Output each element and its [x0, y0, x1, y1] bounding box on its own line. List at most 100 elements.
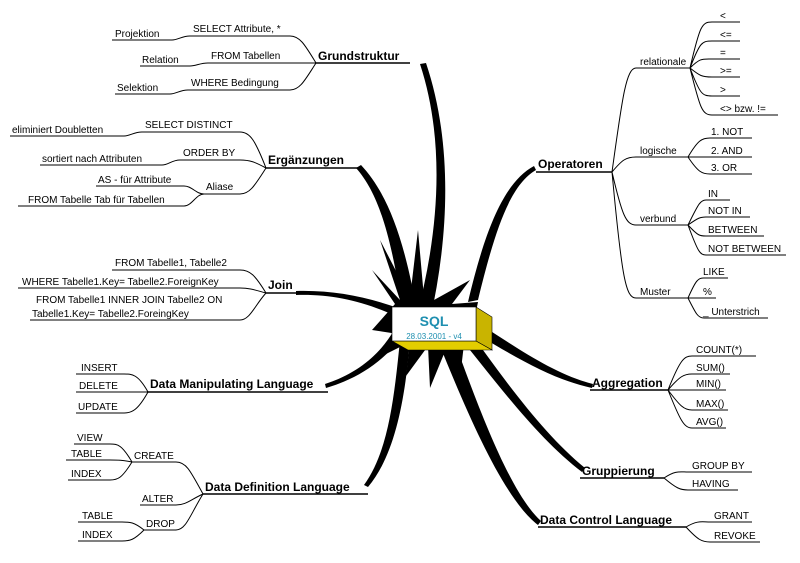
ddl-alter[interactable]: ALTER: [142, 494, 174, 505]
relational-ge[interactable]: >=: [720, 66, 732, 77]
gruppierung-label[interactable]: Gruppierung: [582, 464, 655, 478]
center-node-bottom: [390, 340, 494, 351]
ergaenzungen-links: [239, 131, 267, 195]
relational-gt[interactable]: >: [720, 85, 726, 96]
center-node-face: [391, 306, 477, 342]
muster-underscore[interactable]: _ Unterstrich: [702, 307, 760, 318]
center-subtitle: 28.03.2001 - v4: [406, 332, 462, 341]
dcl-label[interactable]: Data Control Language: [540, 513, 672, 527]
ddl-drop-lines: [78, 521, 145, 542]
ddl-create-table[interactable]: TABLE: [71, 449, 102, 460]
branch-aggregation-shape: [480, 328, 593, 388]
branch-dml: Data Manipulating Language INSERT DELETE…: [76, 363, 328, 414]
verbund-between[interactable]: BETWEEN: [708, 225, 757, 236]
center-node[interactable]: SQL 28.03.2001 - v4: [390, 306, 494, 351]
relational-lines: [689, 21, 778, 116]
branch-join: Join FROM Tabelle1, Tabelle2 WHERE Tabel…: [18, 258, 298, 321]
ddl-drop[interactable]: DROP: [146, 519, 175, 530]
ergaenzungen-sub-2[interactable]: FROM Tabelle Tab für Tabellen: [28, 195, 165, 206]
ergaenzungen-item-1[interactable]: SELECT DISTINCT: [145, 120, 233, 131]
aggregation-min[interactable]: MIN(): [696, 379, 721, 390]
verbund-lines: [687, 199, 786, 256]
aggregation-label[interactable]: Aggregation: [592, 376, 663, 390]
grundstruktur-label[interactable]: Grundstruktur: [318, 49, 400, 63]
gruppierung-having[interactable]: HAVING: [692, 479, 730, 490]
verbund-not-in[interactable]: NOT IN: [708, 206, 742, 217]
branch-operatoren: Operatoren relationale < <= = >= > <> bz…: [536, 11, 786, 319]
grundstruktur-item-2-line: [140, 62, 290, 67]
ddl-links: [132, 461, 204, 531]
dml-item-delete[interactable]: DELETE: [79, 381, 118, 392]
verbund-not-between[interactable]: NOT BETWEEN: [708, 244, 781, 255]
dcl-grant[interactable]: GRANT: [714, 511, 749, 522]
ergaenzungen-label[interactable]: Ergänzungen: [268, 153, 344, 167]
muster-like[interactable]: LIKE: [703, 267, 725, 278]
muster-percent[interactable]: %: [703, 287, 712, 298]
ddl-create-index[interactable]: INDEX: [71, 469, 102, 480]
dcl-lines: [685, 521, 760, 543]
grundstruktur-item-2[interactable]: FROM Tabellen: [211, 51, 280, 62]
operatoren-logische[interactable]: logische: [640, 146, 677, 157]
ergaenzungen-note-1: eliminiert Doubletten: [12, 125, 103, 136]
ergaenzungen-item-2[interactable]: ORDER BY: [183, 148, 236, 159]
ergaenzungen-sub-1[interactable]: AS - für Attribute: [98, 175, 172, 186]
logische-and[interactable]: 2. AND: [711, 146, 743, 157]
join-item-3[interactable]: FROM Tabelle1 INNER JOIN Tabelle2 ON: [36, 295, 222, 306]
dml-item-update[interactable]: UPDATE: [78, 402, 118, 413]
ergaenzungen-item-2-line: [40, 159, 240, 166]
dml-lines: [76, 373, 149, 414]
branch-grundstruktur-shape: [416, 63, 446, 320]
gruppierung-lines: [663, 471, 752, 491]
grundstruktur-links: [289, 35, 317, 91]
ddl-create[interactable]: CREATE: [134, 451, 174, 462]
relational-le[interactable]: <=: [720, 30, 732, 41]
grundstruktur-note-3: Selektion: [117, 83, 158, 94]
branch-dml-shape: [325, 330, 402, 388]
ddl-create-lines: [66, 443, 133, 481]
dcl-revoke[interactable]: REVOKE: [714, 531, 756, 542]
verbund-in[interactable]: IN: [708, 189, 718, 200]
grundstruktur-item-3-line: [115, 89, 290, 95]
branch-gruppierung-shape: [462, 332, 585, 472]
operatoren-relational[interactable]: relationale: [640, 57, 687, 68]
aggregation-max[interactable]: MAX(): [696, 399, 724, 410]
grundstruktur-item-3[interactable]: WHERE Bedingung: [191, 78, 279, 89]
branch-aggregation: Aggregation COUNT(*) SUM() MIN() MAX() A…: [590, 345, 756, 429]
operatoren-muster[interactable]: Muster: [640, 287, 671, 298]
aggregation-avg[interactable]: AVG(): [696, 417, 723, 428]
branch-dcl-shape: [440, 340, 541, 525]
aggregation-sum[interactable]: SUM(): [696, 363, 725, 374]
operatoren-verbund[interactable]: verbund: [640, 214, 676, 225]
join-item-4[interactable]: Tabelle1.Key= Tabelle2.ForeingKey: [32, 309, 189, 320]
join-label[interactable]: Join: [268, 278, 293, 292]
ergaenzungen-item-3[interactable]: Aliase: [206, 182, 234, 193]
logische-or[interactable]: 3. OR: [711, 163, 737, 174]
dml-item-insert[interactable]: INSERT: [81, 363, 118, 374]
grundstruktur-item-1-line: [112, 35, 290, 41]
branch-gruppierung: Gruppierung GROUP BY HAVING: [580, 461, 752, 491]
join-item-1[interactable]: FROM Tabelle1, Tabelle2: [115, 258, 227, 269]
branch-grundstruktur: Grundstruktur SELECT Attribute, * Projek…: [112, 24, 410, 95]
relational-ne[interactable]: <> bzw. !=: [720, 104, 766, 115]
branch-ddl-shape: [364, 340, 410, 487]
relational-lt[interactable]: <: [720, 11, 726, 22]
ergaenzungen-item-3-line: [18, 185, 240, 207]
ddl-create-view[interactable]: VIEW: [77, 433, 103, 444]
grundstruktur-item-1[interactable]: SELECT Attribute, *: [193, 24, 281, 35]
operatoren-label[interactable]: Operatoren: [538, 157, 603, 171]
operatoren-links: [611, 67, 690, 299]
ddl-drop-table[interactable]: TABLE: [82, 511, 113, 522]
gruppierung-group-by[interactable]: GROUP BY: [692, 461, 745, 472]
ergaenzungen-note-2: sortiert nach Attributen: [42, 154, 142, 165]
relational-eq[interactable]: =: [720, 48, 726, 59]
ddl-drop-index[interactable]: INDEX: [82, 530, 113, 541]
grundstruktur-note-2: Relation: [142, 55, 179, 66]
branch-operatoren-shape: [468, 166, 536, 302]
logische-not[interactable]: 1. NOT: [711, 127, 743, 138]
branch-ergaenzungen-shape: [356, 165, 418, 320]
dml-label[interactable]: Data Manipulating Language: [150, 377, 314, 391]
ddl-label[interactable]: Data Definition Language: [205, 480, 350, 494]
join-item-2[interactable]: WHERE Tabelle1.Key= Tabelle2.ForeignKey: [22, 277, 219, 288]
aggregation-count[interactable]: COUNT(*): [696, 345, 742, 356]
